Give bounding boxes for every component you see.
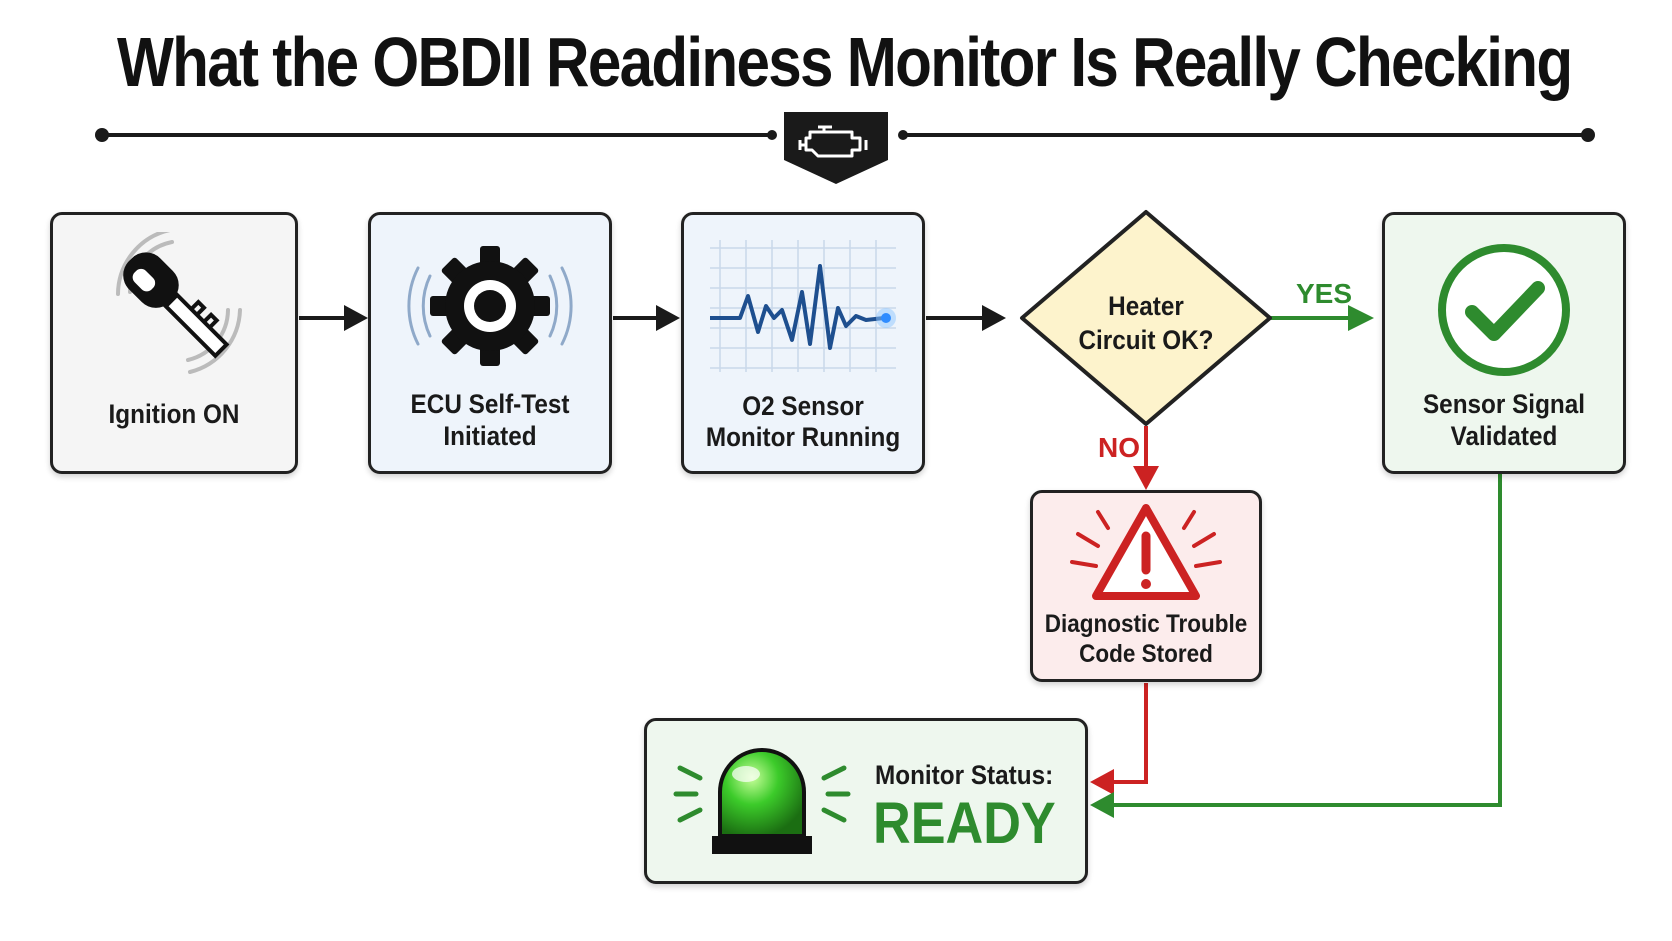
branch-no-label: NO: [1098, 432, 1140, 463]
arrow-yes-to-validated: [1270, 305, 1374, 331]
arrow-o2-to-decision: [926, 305, 1006, 331]
warning-triangle-icon: [1070, 504, 1222, 600]
ecu-label-line1: ECU Self-Test: [410, 389, 570, 419]
arrow-dtc-to-status: [1090, 683, 1148, 795]
node-ignition-on: [50, 212, 298, 474]
checkmark-circle-icon: [1438, 244, 1570, 376]
o2-label-line2: Monitor Running: [705, 422, 901, 452]
arrow-ecu-to-o2: [613, 305, 680, 331]
ecu-label-line2: Initiated: [443, 421, 537, 451]
ignition-label: Ignition ON: [108, 399, 240, 429]
car-key-icon: [116, 232, 242, 374]
dtc-label-line1: Diagnostic Trouble: [1044, 610, 1248, 638]
arrow-validated-to-status: [1090, 474, 1502, 818]
decision-label-line1: Heater: [1108, 291, 1184, 321]
o2-label-line1: O2 Sensor: [742, 391, 864, 421]
branch-yes-label: YES: [1296, 278, 1353, 309]
status-value-ready: READY: [873, 791, 1056, 856]
validated-label-line2: Validated: [1450, 421, 1558, 451]
dtc-label-line2: Code Stored: [1079, 640, 1213, 668]
decision-label-line2: Circuit OK?: [1078, 325, 1214, 355]
check-engine-icon: [784, 112, 888, 184]
node-o2-sensor-monitor: [681, 212, 925, 474]
status-caption: Monitor Status:: [875, 760, 1054, 790]
validated-label-line1: Sensor Signal: [1422, 389, 1586, 419]
waveform-icon: [710, 240, 896, 372]
arrow-ignition-to-ecu: [299, 305, 368, 331]
page-title: What the OBDII Readiness Monitor Is Real…: [117, 23, 1573, 101]
arrow-no-to-dtc: [1133, 426, 1159, 490]
gear-icon: [407, 246, 573, 366]
decision-heater-circuit: [1020, 210, 1272, 426]
green-indicator-light-icon: [673, 748, 851, 854]
